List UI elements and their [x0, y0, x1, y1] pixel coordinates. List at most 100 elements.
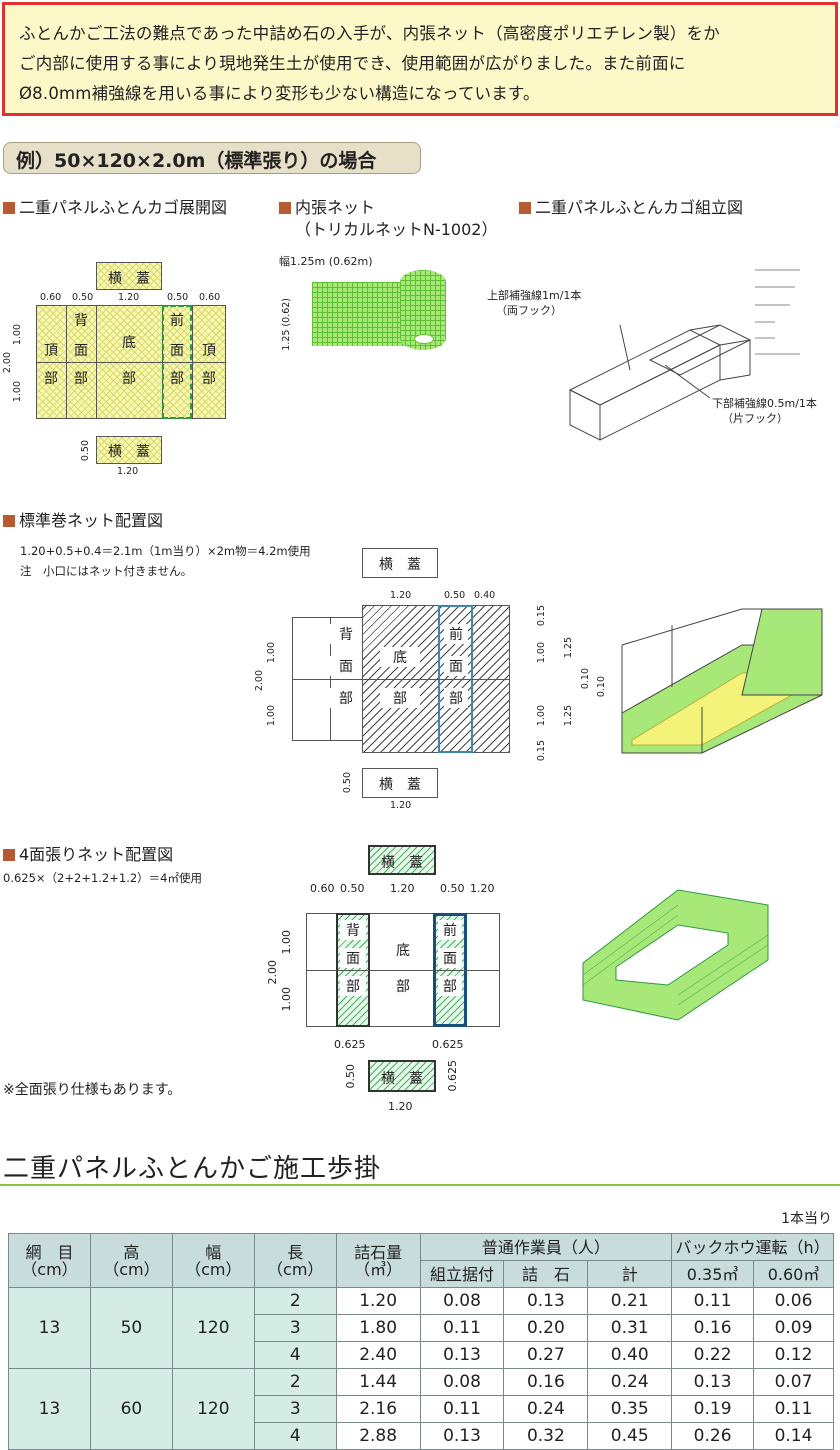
s2-back-c: 部 — [330, 688, 362, 708]
table-cell: 0.24 — [503, 1395, 589, 1423]
lid-top-2 — [362, 548, 438, 578]
s2-front-a: 前 — [444, 624, 468, 644]
table-cell: 0.11 — [419, 1395, 505, 1423]
dim-left-a: 1.00 — [12, 324, 23, 346]
table-cell: 0.13 — [419, 1341, 505, 1369]
table-cell: 2 — [253, 1287, 337, 1315]
cell-mesh: 13 — [8, 1368, 91, 1450]
dim2-right-1: 1.00 — [536, 642, 547, 664]
dim2-left-b: 1.00 — [266, 705, 277, 727]
lid3-dim-h: 0.50 — [344, 1064, 357, 1089]
lid-top — [96, 262, 162, 290]
table-cell: 0.27 — [503, 1341, 589, 1369]
lid-bottom-2 — [362, 768, 438, 798]
lid-top-3-label: 横 蓋 — [381, 855, 423, 871]
table-cell: 0.13 — [503, 1287, 589, 1315]
s2-back-a: 背 — [330, 624, 362, 644]
table-cell: 0.11 — [419, 1314, 505, 1342]
cell-height: 50 — [89, 1287, 173, 1369]
cell-bottom-b: 部 — [122, 371, 136, 387]
table-cell: 0.13 — [671, 1368, 755, 1396]
table-cell: 4 — [253, 1422, 337, 1450]
dim2-outer-0: 1.25 — [563, 637, 574, 659]
table-cell: 0.07 — [753, 1368, 834, 1396]
dim3-left-a: 1.00 — [280, 930, 293, 955]
dim-0: 0.60 — [40, 292, 62, 303]
productivity-title: 二重パネルふとんかご施工歩掛 — [3, 1154, 382, 1184]
notice-line-1: ふとんかご工法の難点であった中詰め石の入手が、内張ネット（高密度ポリエチレン製）… — [19, 24, 720, 43]
square-bullet-icon — [3, 202, 15, 214]
lid-bottom-3-label: 横 蓋 — [381, 1071, 423, 1087]
table-cell: 1.20 — [335, 1287, 421, 1315]
s2-back-b: 面 — [330, 656, 362, 676]
table-cell: 0.08 — [419, 1368, 505, 1396]
expand-title: 二重パネルふとんカゴ展開図 — [3, 197, 227, 219]
upper-hook: （両フック） — [496, 304, 562, 317]
dim2-outer-1: 1.25 — [563, 705, 574, 727]
example-label: 例）50×120×2.0m（標準張り）の場合 — [3, 142, 421, 174]
square-bullet-icon — [519, 202, 531, 214]
dim3-bottom-a: 0.625 — [334, 1038, 366, 1051]
table-cell: 0.11 — [671, 1287, 755, 1315]
lid-bottom-3 — [368, 1060, 436, 1092]
net-width: 幅1.25m (0.62m) — [279, 255, 373, 268]
dim-2: 1.20 — [118, 292, 140, 303]
s3-back-a: 背 — [340, 920, 366, 940]
square-bullet-icon — [3, 515, 15, 527]
cell-top-b: 部 — [44, 371, 58, 387]
dim3-0: 0.60 — [310, 882, 335, 895]
header-mesh: 網 目（cm） — [8, 1233, 91, 1288]
table-cell: 0.45 — [587, 1422, 673, 1450]
s2-bottom-b: 部 — [380, 688, 420, 708]
section2-title: 標準巻ネット配置図 — [3, 510, 163, 532]
cell-back-c: 部 — [74, 371, 88, 387]
s2-bottom-a: 底 — [380, 647, 420, 667]
dim3-3: 0.50 — [440, 882, 465, 895]
table-cell: 0.31 — [587, 1314, 673, 1342]
table-cell: 0.08 — [419, 1287, 505, 1315]
unit-note: 1本当り — [781, 1211, 832, 1227]
four-side-3d-svg — [582, 889, 769, 1021]
lower-hook: （片フック） — [722, 412, 788, 425]
dim3-left-b: 1.00 — [280, 987, 293, 1012]
cell-front-b: 面 — [170, 343, 184, 359]
table-cell: 0.32 — [503, 1422, 589, 1450]
section3-formula: 0.625×（2+2+1.2+1.2）＝4㎡使用 — [3, 871, 202, 885]
lid-top-3 — [368, 845, 436, 875]
cell-front-c: 部 — [170, 371, 184, 387]
expand-title-text: 二重パネルふとんカゴ展開図 — [19, 198, 228, 217]
lid-bottom-label: 横 蓋 — [108, 444, 150, 460]
table-cell: 0.16 — [671, 1314, 755, 1342]
table-cell: 0.16 — [503, 1368, 589, 1396]
dim-1: 0.50 — [72, 292, 94, 303]
section3-title: 4面張りネット配置図 — [3, 844, 173, 866]
cell-mesh: 13 — [8, 1287, 91, 1369]
table-cell: 0.11 — [753, 1395, 834, 1423]
table-cell: 2 — [253, 1368, 337, 1396]
dim3-1: 0.50 — [340, 882, 365, 895]
table-cell: 0.12 — [753, 1341, 834, 1369]
lid-dim-w: 1.20 — [117, 466, 139, 477]
cell-top-a-right: 頂 — [202, 343, 216, 359]
lid-dim-h: 0.50 — [80, 440, 91, 462]
title-divider — [0, 1184, 840, 1186]
s3-back-b: 面 — [340, 948, 366, 968]
header-backhoe-060: 0.60㎥ — [753, 1260, 834, 1288]
dim3-bottom-b: 0.625 — [432, 1038, 464, 1051]
cell-top-b-right: 部 — [202, 371, 216, 387]
table-cell: 0.35 — [587, 1395, 673, 1423]
dim2-0: 1.20 — [390, 590, 412, 601]
header-backhoe-035: 0.35㎥ — [671, 1260, 755, 1288]
dim-3: 0.50 — [167, 292, 189, 303]
table-cell: 2.16 — [335, 1395, 421, 1423]
dim-left-total: 2.00 — [2, 352, 13, 374]
header-width: 幅（cm） — [171, 1233, 255, 1288]
section2-note: 注 小口にはネット付きません。 — [20, 564, 193, 578]
section2-title-text: 標準巻ネット配置図 — [19, 511, 164, 530]
table-cell: 0.06 — [753, 1287, 834, 1315]
dim2-right-2: 1.00 — [536, 705, 547, 727]
s3-bottom-b: 部 — [396, 979, 410, 995]
